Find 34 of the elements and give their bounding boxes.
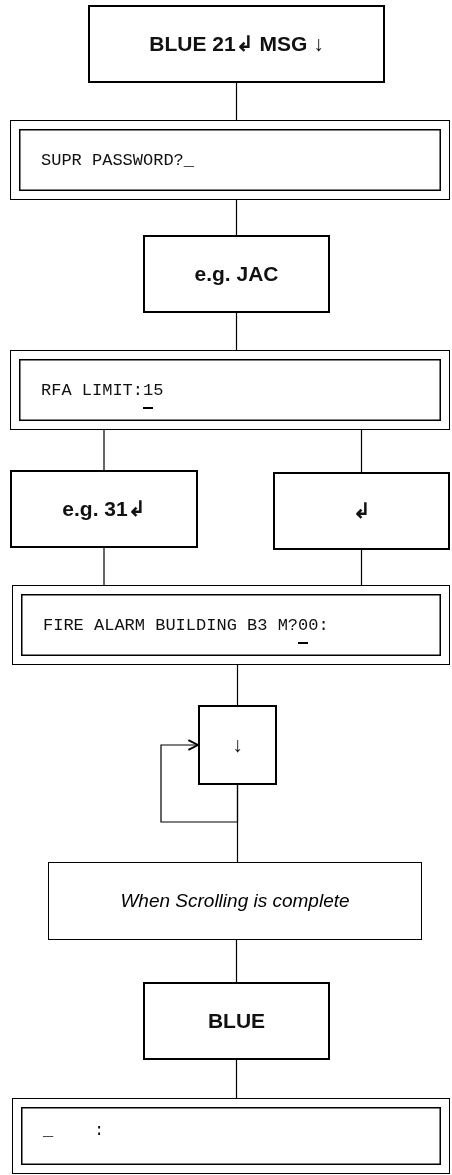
display-text: _ : — [43, 1121, 105, 1140]
key-label: e.g. JAC — [194, 262, 279, 286]
key-label: ↓ — [232, 733, 243, 757]
key-box — [88, 5, 385, 83]
note-text: When Scrolling is complete — [120, 889, 350, 913]
connector-line — [235, 939, 238, 983]
display-box — [10, 120, 450, 200]
display-box — [12, 1098, 450, 1174]
note-box — [48, 862, 422, 940]
connector-line — [235, 82, 238, 121]
key-box — [143, 235, 330, 313]
connector-line — [360, 549, 363, 586]
connector-line — [103, 429, 105, 471]
key-box — [10, 470, 198, 548]
key-label: BLUE — [207, 1009, 266, 1033]
key-label: e.g. 31↲ — [62, 497, 146, 521]
loop-arrow — [160, 739, 239, 823]
connector-line — [236, 784, 239, 863]
key-box — [273, 472, 450, 550]
display-text: SUPR PASSWORD?_ — [41, 150, 195, 170]
display-text: FIRE ALARM BUILDING B3 M?00: — [43, 615, 329, 635]
display-text: RFA LIMIT:15 — [41, 380, 164, 400]
connector-line — [103, 547, 105, 586]
display-box — [12, 585, 450, 665]
connector-line — [236, 664, 239, 706]
key-label: BLUE 21↲ MSG ↓ — [149, 32, 324, 56]
connector-line — [360, 429, 363, 473]
key-box — [198, 705, 277, 785]
display-box — [10, 350, 450, 430]
connector-line — [235, 312, 238, 351]
key-box — [143, 982, 330, 1060]
connector-line — [235, 1059, 238, 1099]
connector-line — [235, 199, 238, 236]
key-label: ↲ — [352, 499, 371, 523]
